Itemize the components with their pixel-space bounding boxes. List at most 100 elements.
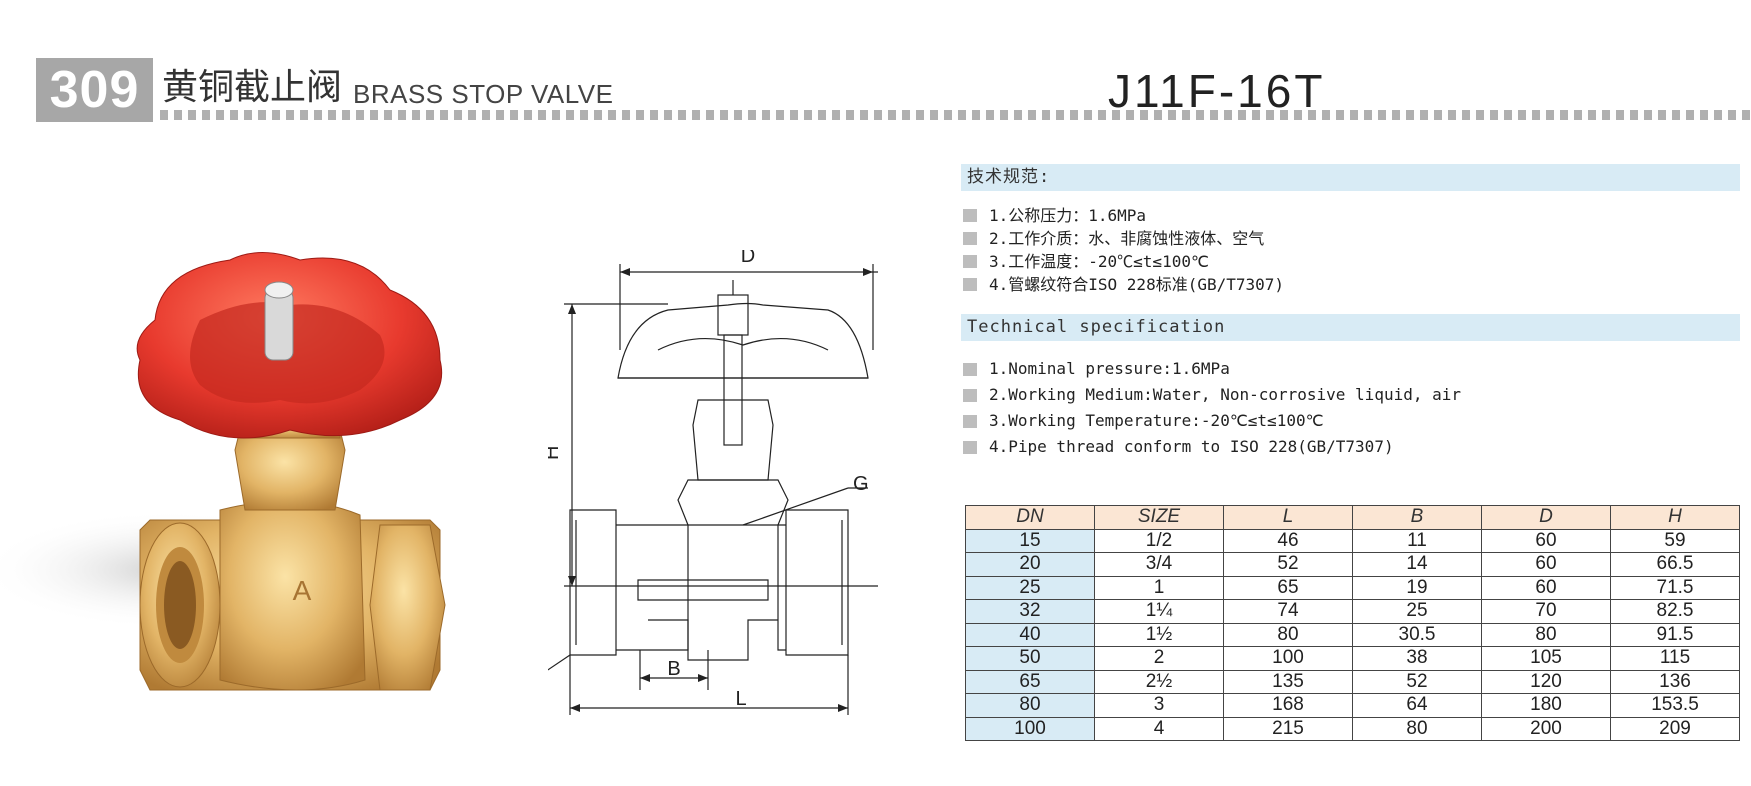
valve-technical-drawing: D H G G B L: [548, 250, 878, 715]
table-cell: 1½: [1094, 622, 1224, 647]
table-cell: 215: [1223, 716, 1353, 741]
dimension-label-b: B: [667, 658, 680, 680]
product-title-cn: 黄铜截止阀: [162, 67, 343, 108]
table-cell: 59: [1610, 528, 1740, 553]
table-row: 15 1/2 46 11 60 59: [965, 528, 1740, 553]
dimensions-table: DN SIZE L B D H 15 1/2 46 11 60 59 20 3/…: [965, 505, 1740, 741]
table-cell: 11: [1352, 528, 1482, 553]
table-cell: 19: [1352, 575, 1482, 600]
table-cell: 135: [1223, 669, 1353, 694]
bullet-square-icon: [963, 255, 977, 268]
table-cell: 52: [1352, 669, 1482, 694]
table-cell: 50: [965, 646, 1095, 671]
spec-item-text: 2.工作介质：水、非腐蚀性液体、空气: [989, 229, 1265, 248]
table-row: 25 1 65 19 60 71.5: [965, 575, 1740, 600]
table-cell: 3: [1094, 693, 1224, 718]
table-cell: 20: [965, 552, 1095, 577]
table-row: 65 2½ 135 52 120 136: [965, 669, 1740, 694]
table-cell: 40: [965, 622, 1095, 647]
table-cell: 2½: [1094, 669, 1224, 694]
table-cell: 80: [1481, 622, 1611, 647]
table-cell: 71.5: [1610, 575, 1740, 600]
bullet-square-icon: [963, 209, 977, 222]
table-cell: 136: [1610, 669, 1740, 694]
spec-item-text: 3.工作温度：-20℃≤t≤100℃: [989, 252, 1209, 271]
table-row: 80 3 168 64 180 153.5: [965, 693, 1740, 718]
list-item: 2.工作介质：水、非腐蚀性液体、空气: [963, 227, 1284, 250]
table-row: 32 1¼ 74 25 70 82.5: [965, 599, 1740, 624]
table-row: 40 1½ 80 30.5 80 91.5: [965, 622, 1740, 647]
table-cell: 66.5: [1610, 552, 1740, 577]
table-cell: 168: [1223, 693, 1353, 718]
catalog-number-badge: 309: [36, 58, 153, 122]
spec-heading-cn: 技术规范:: [961, 164, 1740, 191]
dimension-label-d: D: [741, 250, 755, 267]
table-cell: 100: [1223, 646, 1353, 671]
list-item: 4.Pipe thread conform to ISO 228(GB/T730…: [963, 434, 1461, 460]
table-row: 50 2 100 38 105 115: [965, 646, 1740, 671]
bullet-square-icon: [963, 414, 977, 428]
column-header: D: [1481, 505, 1611, 530]
table-cell: 209: [1610, 716, 1740, 741]
table-cell: 64: [1352, 693, 1482, 718]
table-cell: 153.5: [1610, 693, 1740, 718]
table-cell: 2: [1094, 646, 1224, 671]
bullet-square-icon: [963, 232, 977, 245]
table-cell: 80: [1352, 716, 1482, 741]
table-cell: 46: [1223, 528, 1353, 553]
column-header: B: [1352, 505, 1482, 530]
list-item: 3.工作温度：-20℃≤t≤100℃: [963, 250, 1284, 273]
table-cell: 65: [965, 669, 1095, 694]
column-header: L: [1223, 505, 1353, 530]
column-header: SIZE: [1094, 505, 1224, 530]
table-cell: 60: [1481, 575, 1611, 600]
table-cell: 38: [1352, 646, 1482, 671]
table-cell: 52: [1223, 552, 1353, 577]
list-item: 2.Working Medium:Water, Non-corrosive li…: [963, 382, 1461, 408]
table-cell: 30.5: [1352, 622, 1482, 647]
table-cell: 120: [1481, 669, 1611, 694]
table-cell: 180: [1481, 693, 1611, 718]
valve-product-photo: A: [0, 252, 446, 691]
table-cell: 82.5: [1610, 599, 1740, 624]
table-cell: 70: [1481, 599, 1611, 624]
table-cell: 65: [1223, 575, 1353, 600]
spec-item-text: 1.公称压力：1.6MPa: [989, 206, 1147, 225]
list-item: 3.Working Temperature:-20℃≤t≤100℃: [963, 408, 1461, 434]
table-cell: 200: [1481, 716, 1611, 741]
bullet-square-icon: [963, 440, 977, 454]
bullet-square-icon: [963, 278, 977, 291]
table-cell: 100: [965, 716, 1095, 741]
table-row: 20 3/4 52 14 60 66.5: [965, 552, 1740, 577]
product-title-en: BRASS STOP VALVE: [353, 79, 614, 109]
table-cell: 115: [1610, 646, 1740, 671]
table-cell: 80: [1223, 622, 1353, 647]
spec-heading-en: Technical specification: [961, 314, 1740, 341]
table-cell: 32: [965, 599, 1095, 624]
table-cell: 80: [965, 693, 1095, 718]
bullet-square-icon: [963, 388, 977, 402]
table-cell: 4: [1094, 716, 1224, 741]
table-cell: 1¼: [1094, 599, 1224, 624]
table-cell: 1: [1094, 575, 1224, 600]
list-item: 1.Nominal pressure:1.6MPa: [963, 356, 1461, 382]
dimension-label-l: L: [735, 688, 746, 710]
spec-item-text: 2.Working Medium:Water, Non-corrosive li…: [989, 385, 1462, 404]
table-cell: 3/4: [1094, 552, 1224, 577]
table-cell: 74: [1223, 599, 1353, 624]
table-header-row: DN SIZE L B D H: [965, 505, 1740, 530]
spec-item-text: 4.管螺纹符合ISO 228标准(GB/T7307): [989, 275, 1285, 294]
table-cell: 14: [1352, 552, 1482, 577]
table-cell: 15: [965, 528, 1095, 553]
table-cell: 25: [965, 575, 1095, 600]
table-cell: 60: [1481, 552, 1611, 577]
model-number: J11F-16T: [1108, 65, 1326, 117]
table-cell: 25: [1352, 599, 1482, 624]
table-cell: 1/2: [1094, 528, 1224, 553]
table-cell: 105: [1481, 646, 1611, 671]
column-header: DN: [965, 505, 1095, 530]
dimension-label-g-top: G: [853, 473, 869, 495]
bullet-square-icon: [963, 362, 977, 376]
table-cell: 91.5: [1610, 622, 1740, 647]
spec-item-text: 3.Working Temperature:-20℃≤t≤100℃: [989, 411, 1324, 430]
